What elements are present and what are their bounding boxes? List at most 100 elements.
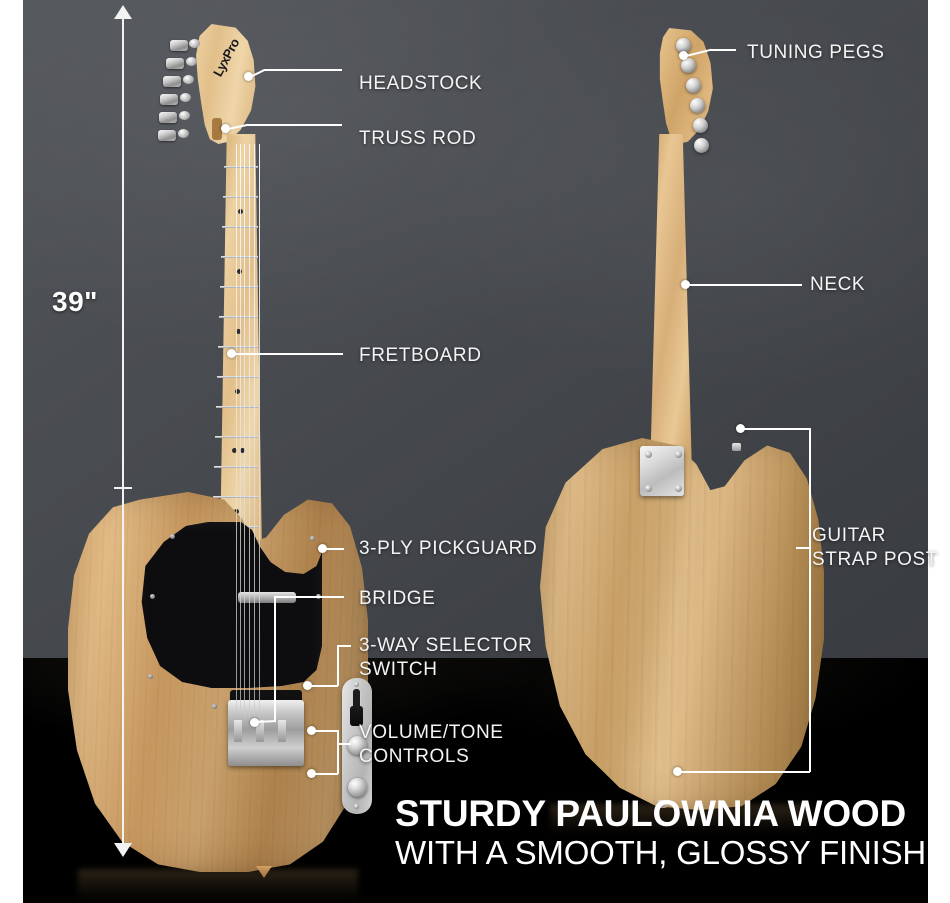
selector-leader-h1 — [310, 685, 338, 687]
truss-rod-anchor-dot — [221, 124, 230, 133]
tuning-peg — [159, 112, 177, 123]
string — [240, 144, 241, 716]
pickguard-screw — [148, 674, 153, 679]
strap-post-leader-top — [743, 428, 810, 430]
neck-plate-screw — [675, 451, 682, 458]
volume-anchor-dot — [307, 726, 316, 735]
fret — [220, 286, 258, 288]
tuning-peg-button — [189, 39, 200, 48]
bridge-saddle — [256, 720, 264, 742]
callout-headstock: HEADSTOCK — [359, 73, 483, 94]
tuning-peg-button — [179, 111, 190, 120]
neck-back — [650, 134, 692, 474]
tuning-peg — [693, 118, 708, 133]
dimension-tick — [114, 487, 132, 489]
tuning-pegs-anchor-dot — [679, 51, 688, 60]
tuning-peg — [676, 38, 691, 53]
string — [259, 144, 260, 724]
callout-truss-rod: TRUSS ROD — [359, 128, 477, 149]
fret-inlay — [237, 269, 242, 274]
fret-inlay — [232, 448, 237, 453]
fret — [217, 376, 258, 378]
pickguard-screw — [150, 594, 155, 599]
pickguard-screw — [310, 536, 315, 541]
fret — [216, 406, 258, 408]
strap-post-leader-out — [796, 547, 810, 549]
fretboard-anchor-dot — [227, 349, 236, 358]
fret-inlay — [236, 329, 241, 334]
volume-knob[interactable] — [348, 736, 367, 755]
tuning-peg — [163, 76, 181, 87]
tuning-peg — [690, 98, 705, 113]
guitar-back-view — [530, 18, 830, 834]
strap-post-leader-bottom — [681, 771, 810, 773]
headline-line-2: WITH A SMOOTH, GLOSSY FINISH — [395, 834, 927, 871]
neck-leader — [688, 284, 802, 286]
guitar-body-back — [540, 438, 824, 810]
strap-post-leader-vertical — [809, 428, 811, 772]
tone-anchor-dot — [307, 769, 316, 778]
callout-pickguard: 3-PLY PICKGUARD — [359, 538, 538, 559]
neck-plate-screw — [675, 485, 682, 492]
headstock-leader — [264, 69, 342, 71]
controls-leader-vertical — [337, 730, 339, 774]
fretboard-leader — [235, 353, 343, 355]
bridge-leader — [274, 596, 344, 598]
callout-neck: NECK — [810, 274, 866, 295]
truss-rod-leader — [246, 124, 342, 126]
neck-plate-screw — [645, 485, 652, 492]
tuning-peg-button — [178, 129, 189, 138]
fret — [213, 496, 258, 498]
tuning-peg — [158, 130, 176, 141]
truss-rod-access — [212, 118, 222, 140]
string — [254, 144, 255, 722]
selector-leader-vertical — [337, 645, 339, 686]
tuning-peg — [166, 58, 184, 69]
pickguard-screw — [212, 704, 217, 709]
fret — [218, 346, 258, 348]
selector-switch-lever[interactable] — [350, 706, 363, 726]
dimension-label: 39" — [52, 286, 98, 317]
tuning-peg — [681, 58, 696, 73]
tuning-peg-button — [183, 75, 194, 84]
tuning-peg-button — [186, 57, 197, 66]
callout-strap-post: GUITAR STRAP POST — [812, 525, 939, 570]
callout-tuning-pegs: TUNING PEGS — [747, 42, 885, 63]
neck-anchor-dot — [681, 280, 690, 289]
fret — [224, 166, 258, 168]
tuning-peg — [170, 40, 188, 51]
tuning-peg — [694, 138, 709, 153]
callout-fretboard: FRETBOARD — [359, 345, 482, 366]
callout-selector-switch: 3-WAY SELECTOR SWITCH — [359, 635, 533, 680]
headline-line-1: STURDY PAULOWNIA WOOD — [395, 793, 907, 834]
control-plate-screw — [354, 804, 359, 809]
bridge-leader-vertical — [274, 596, 276, 720]
headline-block: STURDY PAULOWNIA WOOD WITH A SMOOTH, GLO… — [395, 793, 927, 872]
tuning-peg — [686, 78, 701, 93]
pickguard-leader — [326, 548, 344, 550]
tone-knob[interactable] — [348, 778, 367, 797]
controls-leader-out — [337, 743, 351, 745]
strap-post-upper — [732, 443, 741, 451]
tuning-peg-button — [180, 93, 191, 102]
tone-leader-h — [314, 773, 338, 775]
string — [244, 144, 245, 718]
volume-leader-h — [314, 730, 338, 732]
pickguard-screw — [170, 534, 175, 539]
pickguard-anchor-dot — [318, 544, 327, 553]
dimension-line — [122, 16, 124, 854]
neck-pickup — [238, 592, 296, 603]
callout-bridge: BRIDGE — [359, 588, 436, 609]
headstock-anchor-dot — [244, 72, 253, 81]
strap-post-anchor-dot-top — [736, 424, 745, 433]
guitar-front-view: LyxPro — [60, 14, 390, 901]
bridge-anchor-dot — [250, 718, 259, 727]
dimension-arrow-top — [114, 5, 132, 19]
fret-inlay — [240, 448, 245, 453]
selector-leader-h2 — [337, 645, 351, 647]
fret-inlay — [235, 389, 240, 394]
bridge-saddle — [234, 720, 242, 742]
string — [236, 144, 237, 714]
strap-post-lower — [658, 800, 667, 808]
